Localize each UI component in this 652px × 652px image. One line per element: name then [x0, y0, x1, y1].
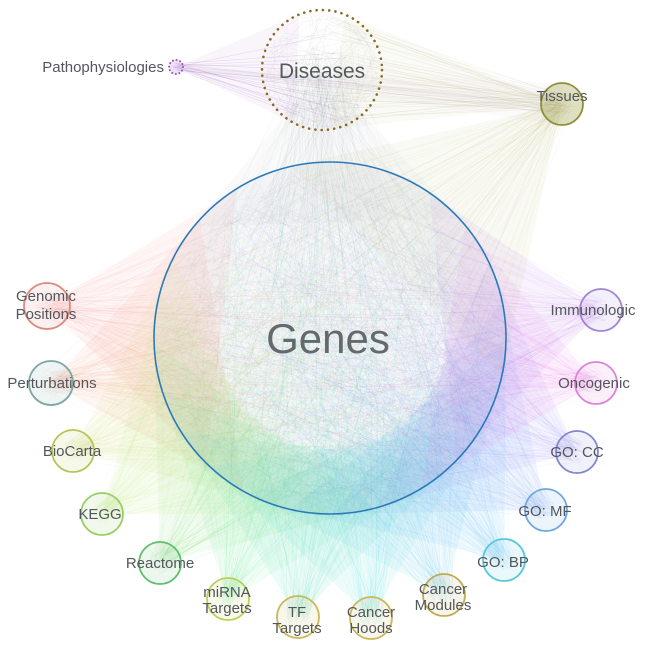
edge-bundle-kegg-genes — [91, 170, 469, 525]
node-tf-targets[interactable] — [276, 595, 320, 639]
edge-wedge — [73, 256, 285, 508]
edge-wedge — [51, 219, 244, 492]
edge-wedge — [289, 339, 506, 560]
node-cancer-hoods[interactable] — [349, 596, 393, 640]
node-kegg[interactable] — [80, 492, 124, 536]
edge-bundle-pathophysiologies-diseases — [172, 14, 360, 125]
edge-bundle-tf-targets-genes — [173, 171, 496, 628]
edge-bundle-biocarta-genes — [62, 191, 490, 508]
edge-wedge — [102, 293, 330, 514]
node-biocarta-label: BioCarta — [43, 443, 102, 460]
edge-bundle-cancer-hoods-genes — [162, 176, 485, 629]
edges-layer — [35, 11, 612, 629]
node-genes[interactable] — [153, 161, 507, 515]
node-reactome-label: Reactome — [126, 555, 194, 572]
node-immunologic-label: Immunologic — [550, 302, 636, 319]
node-diseases-label: Diseases — [279, 60, 365, 83]
edge-wedge — [181, 432, 454, 617]
edge-wedge — [162, 391, 418, 599]
node-diseases[interactable] — [260, 8, 384, 132]
node-reactome[interactable] — [138, 541, 182, 585]
node-perturbations-label: Perturbations — [7, 375, 96, 392]
edge-wedge — [377, 263, 577, 508]
node-perturbations[interactable] — [28, 360, 74, 406]
edge-bundle-oncogenic-genes — [159, 174, 607, 501]
node-pathophysiologies-label: Pathophysiologies — [42, 59, 164, 76]
node-go-mf[interactable] — [524, 488, 568, 532]
node-go-bp[interactable] — [482, 538, 526, 582]
edge-bundle-go-cc-genes — [180, 181, 589, 508]
node-oncogenic[interactable] — [574, 361, 618, 405]
edge-wedge — [429, 192, 601, 460]
edge-bundle-cancer-modules-genes — [178, 174, 501, 607]
node-immunologic[interactable] — [579, 288, 623, 332]
edge-wedge — [333, 301, 546, 514]
edge-bundle-mirna-targets-genes — [162, 174, 476, 611]
edge-bundle-reactome-genes — [148, 170, 481, 575]
node-tissues[interactable] — [540, 82, 584, 126]
node-go-cc[interactable] — [555, 430, 599, 474]
node-go-cc-label: GO: CC — [550, 444, 604, 461]
edge-bundle-tissues-genes — [173, 93, 572, 499]
edge-wedge — [328, 14, 562, 130]
node-mirna-targets[interactable] — [206, 577, 250, 621]
node-go-mf-label: GO: MF — [518, 503, 571, 520]
edge-bundle-go-bp-genes — [162, 175, 516, 570]
node-genomic-positions[interactable] — [23, 282, 71, 330]
edge-bundle-tissues-diseases — [267, 14, 572, 130]
edge-wedge — [209, 426, 483, 618]
edge-bundle-go-mf-genes — [172, 193, 557, 520]
edge-bundle-pathophysiologies-tissues — [173, 63, 580, 115]
edge-bundle-diseases-genes — [174, 38, 496, 509]
edge-wedge — [249, 383, 501, 595]
edge-wedge — [290, 104, 562, 376]
edge-bundle-immunologic-genes — [167, 179, 612, 507]
node-biocarta[interactable] — [51, 429, 95, 473]
edge-wedge — [154, 342, 374, 563]
edge-bundle-genes-genes — [157, 166, 500, 510]
edge-wedge — [176, 14, 299, 125]
nodes-layer — [23, 8, 623, 640]
edge-wedge — [47, 188, 238, 464]
edge-bundle-diseases-diseases — [263, 11, 381, 129]
edge-wedge — [193, 70, 460, 227]
node-go-bp-label: GO: BP — [477, 554, 529, 571]
node-kegg-label: KEGG — [78, 506, 121, 523]
edge-wedge — [421, 225, 596, 489]
node-tissues-label: Tissues — [536, 88, 587, 105]
node-genes-label: Genes — [266, 315, 390, 362]
node-cancer-modules[interactable] — [422, 573, 466, 617]
node-oncogenic-label: Oncogenic — [558, 375, 630, 392]
node-pathophysiologies[interactable] — [168, 59, 184, 75]
